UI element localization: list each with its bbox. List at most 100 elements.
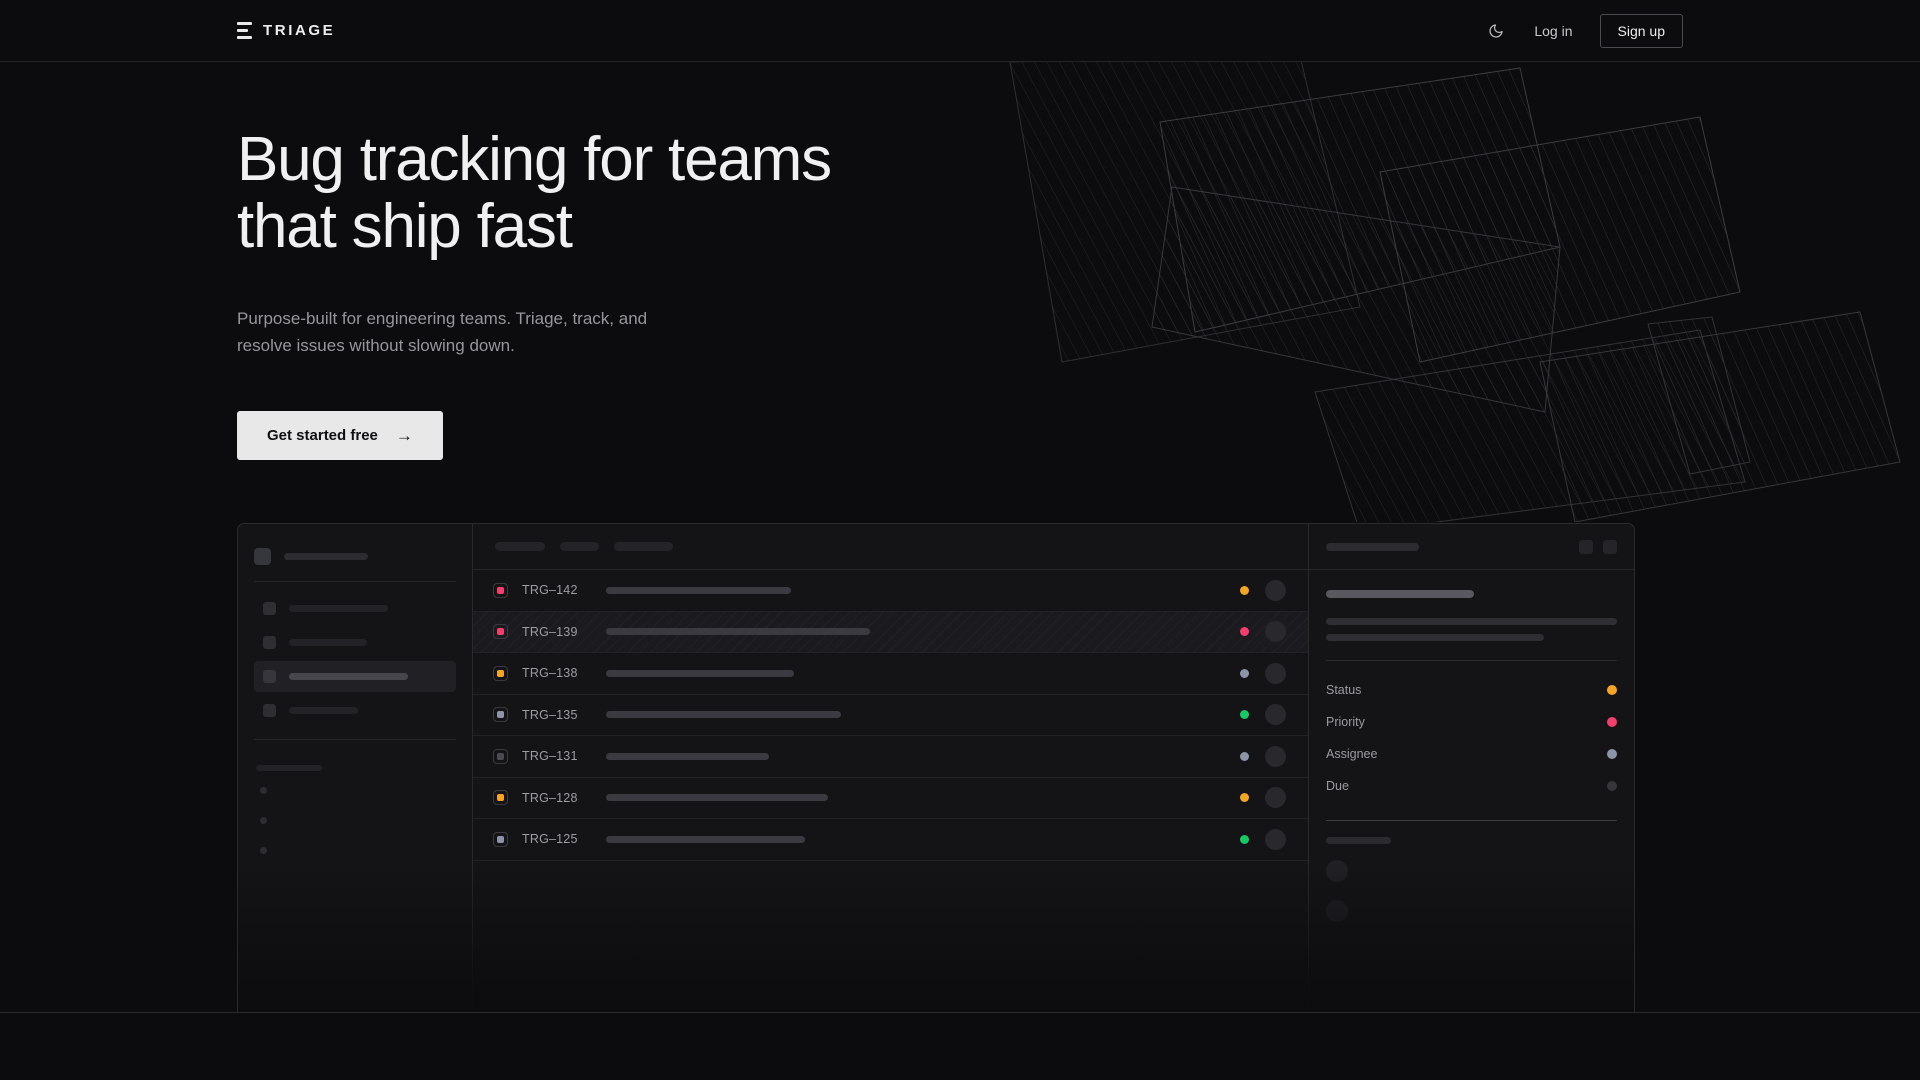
sidebar-item-2[interactable] bbox=[254, 627, 456, 658]
table-row[interactable]: TRG–128 bbox=[473, 778, 1308, 819]
issue-title-skeleton bbox=[606, 628, 870, 636]
issue-title-skeleton bbox=[606, 835, 805, 843]
activity-avatar-2 bbox=[1326, 900, 1348, 922]
sidebar-section bbox=[254, 752, 456, 854]
detail-header-skeleton bbox=[1326, 542, 1419, 551]
sidebar-mini-item-2[interactable] bbox=[260, 817, 267, 824]
sidebar-item-label bbox=[289, 639, 367, 646]
issue-list: TRG–142 TRG–139 bbox=[473, 524, 1309, 1012]
issue-title-skeleton bbox=[606, 586, 791, 594]
avatar bbox=[1265, 662, 1286, 684]
row-meta bbox=[1240, 745, 1286, 767]
sidebar-item-icon bbox=[263, 670, 276, 683]
issue-detail-panel: Status Priority Assignee Due bbox=[1309, 524, 1634, 1012]
issue-title-skeleton bbox=[606, 669, 794, 677]
sidebar-item-label bbox=[289, 605, 388, 612]
detail-action-1-icon[interactable] bbox=[1579, 539, 1593, 554]
avatar bbox=[1265, 828, 1286, 850]
row-meta bbox=[1240, 579, 1286, 601]
meta-row-assignee[interactable]: Assignee bbox=[1326, 738, 1617, 770]
workspace-switcher[interactable] bbox=[254, 542, 456, 581]
list-toolbar bbox=[473, 524, 1308, 570]
toolbar-filter-3[interactable] bbox=[614, 542, 673, 551]
app-window: TRG–142 TRG–139 bbox=[237, 523, 1635, 1012]
meta-value-dot bbox=[1607, 685, 1617, 695]
stacked-bars-icon bbox=[237, 22, 252, 39]
site-header: TRIAGE Log in Sign up bbox=[0, 0, 1920, 62]
priority-badge bbox=[493, 665, 508, 681]
status-dot bbox=[1240, 627, 1249, 637]
sidebar-item-3-active[interactable] bbox=[254, 661, 456, 692]
issue-id: TRG–131 bbox=[522, 749, 578, 764]
table-row[interactable]: TRG–142 bbox=[473, 570, 1308, 612]
meta-row-priority[interactable]: Priority bbox=[1326, 706, 1617, 738]
sidebar-mini-item-3[interactable] bbox=[260, 847, 267, 854]
page-bottom-divider bbox=[0, 1012, 1920, 1013]
get-started-button[interactable]: Get started free → bbox=[237, 410, 443, 460]
detail-body: Status Priority Assignee Due bbox=[1309, 570, 1634, 940]
issue-id: TRG–142 bbox=[522, 583, 578, 598]
priority-badge bbox=[493, 707, 508, 723]
toolbar-filter-2[interactable] bbox=[560, 542, 599, 551]
meta-label: Assignee bbox=[1326, 747, 1378, 761]
arrow-right-icon: → bbox=[395, 425, 413, 445]
avatar bbox=[1265, 704, 1286, 726]
app-sidebar bbox=[238, 524, 473, 1012]
meta-value-dot bbox=[1607, 717, 1617, 727]
row-meta bbox=[1240, 662, 1286, 684]
detail-header-actions bbox=[1579, 539, 1617, 554]
priority-badge bbox=[493, 748, 508, 764]
table-row[interactable]: TRG–131 bbox=[473, 736, 1308, 778]
moon-icon[interactable] bbox=[1485, 20, 1507, 42]
priority-badge bbox=[493, 831, 508, 847]
sidebar-item-label bbox=[289, 673, 408, 680]
header-actions: Log in Sign up bbox=[1485, 13, 1683, 48]
avatar bbox=[1265, 579, 1286, 601]
login-link[interactable]: Log in bbox=[1534, 22, 1573, 39]
avatar bbox=[1265, 787, 1286, 809]
detail-divider-1 bbox=[1326, 660, 1617, 661]
header-inner: TRIAGE Log in Sign up bbox=[0, 13, 1920, 48]
detail-action-2-icon[interactable] bbox=[1603, 539, 1617, 554]
list-empty-space bbox=[473, 861, 1308, 1013]
detail-divider-2 bbox=[1326, 820, 1617, 821]
sidebar-item-icon bbox=[263, 636, 276, 649]
brand-logo[interactable]: TRIAGE bbox=[237, 22, 335, 39]
cta-label: Get started free bbox=[267, 426, 378, 444]
table-row[interactable]: TRG–135 bbox=[473, 695, 1308, 736]
toolbar-filter-1[interactable] bbox=[495, 542, 545, 551]
status-dot bbox=[1240, 668, 1249, 678]
issue-title-skeleton bbox=[606, 794, 828, 802]
sidebar-item-icon bbox=[263, 704, 276, 717]
signup-button[interactable]: Sign up bbox=[1599, 13, 1683, 48]
table-row[interactable]: TRG–139 bbox=[473, 611, 1308, 653]
hero-subtitle: Purpose-built for engineering teams. Tri… bbox=[237, 308, 648, 356]
table-row[interactable]: TRG–138 bbox=[473, 653, 1308, 695]
detail-title-skeleton bbox=[1326, 590, 1474, 598]
status-dot bbox=[1240, 834, 1249, 844]
issue-title-skeleton bbox=[606, 711, 841, 719]
meta-label: Priority bbox=[1326, 715, 1365, 729]
meta-label: Status bbox=[1326, 683, 1362, 697]
workspace-square-icon bbox=[254, 548, 271, 565]
row-meta bbox=[1240, 621, 1286, 643]
app-preview: TRG–142 TRG–139 bbox=[237, 523, 1635, 1012]
meta-row-due[interactable]: Due bbox=[1326, 770, 1617, 802]
workspace-label-skeleton bbox=[284, 553, 368, 560]
sidebar-item-4[interactable] bbox=[254, 695, 456, 726]
meta-row-status[interactable]: Status bbox=[1326, 674, 1617, 706]
status-dot bbox=[1240, 793, 1249, 803]
detail-header bbox=[1309, 524, 1634, 570]
issue-id: TRG–125 bbox=[522, 832, 578, 847]
issue-id: TRG–135 bbox=[522, 707, 578, 722]
status-dot bbox=[1240, 751, 1249, 761]
sidebar-mini-item-1[interactable] bbox=[260, 787, 267, 794]
detail-body-line-1 bbox=[1326, 618, 1617, 625]
status-dot bbox=[1240, 585, 1249, 595]
issue-id: TRG–139 bbox=[522, 624, 578, 639]
table-row[interactable]: TRG–125 bbox=[473, 819, 1308, 861]
priority-badge bbox=[493, 624, 508, 640]
sidebar-item-icon bbox=[263, 602, 276, 615]
sidebar-item-1[interactable] bbox=[254, 593, 456, 624]
